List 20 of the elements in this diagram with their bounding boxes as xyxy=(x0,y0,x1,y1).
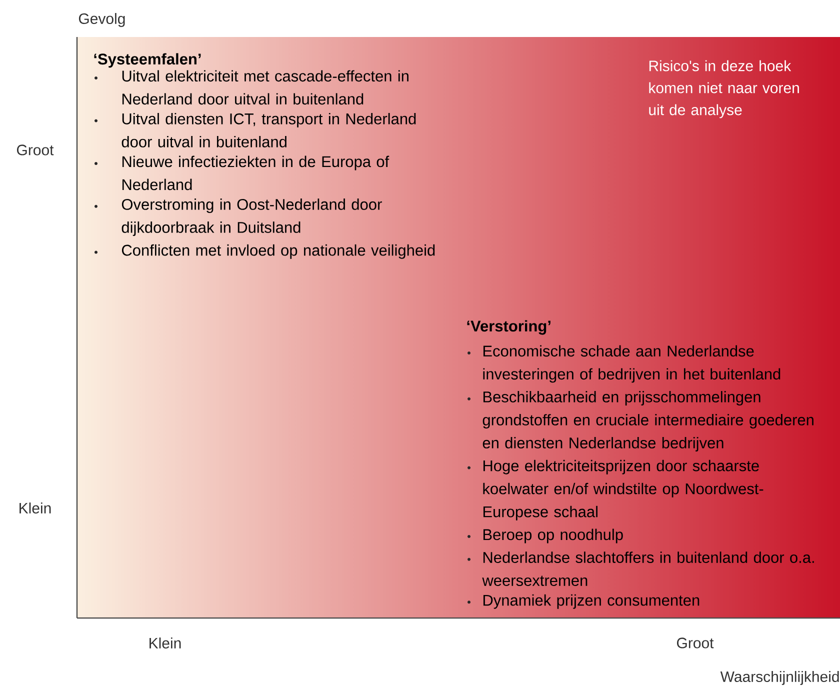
axis-label: Klein xyxy=(150,638,181,648)
note-text: Risico's in deze hoek komen niet naar voren uit de analyse xyxy=(649,60,799,118)
list-item: Beroep op noodhulp xyxy=(483,528,623,544)
list-item: Dynamiek prijzen consumenten xyxy=(483,594,700,609)
axis-label: Groot xyxy=(677,638,714,648)
axis-label: Klein xyxy=(20,502,51,514)
list-item: Beschikbaarheid en prijsschommelingen grondstoffen en cruciale intermediaire goederen en diensten Nederlandse bedrijven xyxy=(482,391,814,452)
axis-label: Groot xyxy=(17,144,54,156)
quadrant-heading: ‘Systeemfalen’ xyxy=(94,53,201,68)
list-item: Overstroming in Oost-Nederland door dijkdoorbraak in Duitsland xyxy=(122,198,382,236)
list-item: Uitval elektriciteit met cascade-effecten in Nederland door uitval in buitenland xyxy=(122,70,408,105)
list-item: Hoge elektriciteitsprijzen door schaarste koelwater en/of windstilte op Noordwest-Europese schaal xyxy=(483,460,764,520)
quadrant-heading: ‘Verstoring’ xyxy=(467,320,550,335)
list-item: Conflicten met invloed op nationale veiligheid xyxy=(122,244,435,259)
list-item: Nieuwe infectieziekten in de Europa of Nederland xyxy=(122,156,390,190)
list-item: Economische schade aan Nederlandse investeringen of bedrijven in het buitenland xyxy=(483,345,780,383)
list-item: Uitval diensten ICT, transport in Nederland door uitval in buitenland xyxy=(122,112,416,148)
list-item: Nederlandse slachtoffers in buitenland door o.a. weersextremen xyxy=(482,552,814,586)
axis-label: Waarschijnlijkheid xyxy=(720,671,839,685)
axis-label: Gevolg xyxy=(78,13,125,27)
